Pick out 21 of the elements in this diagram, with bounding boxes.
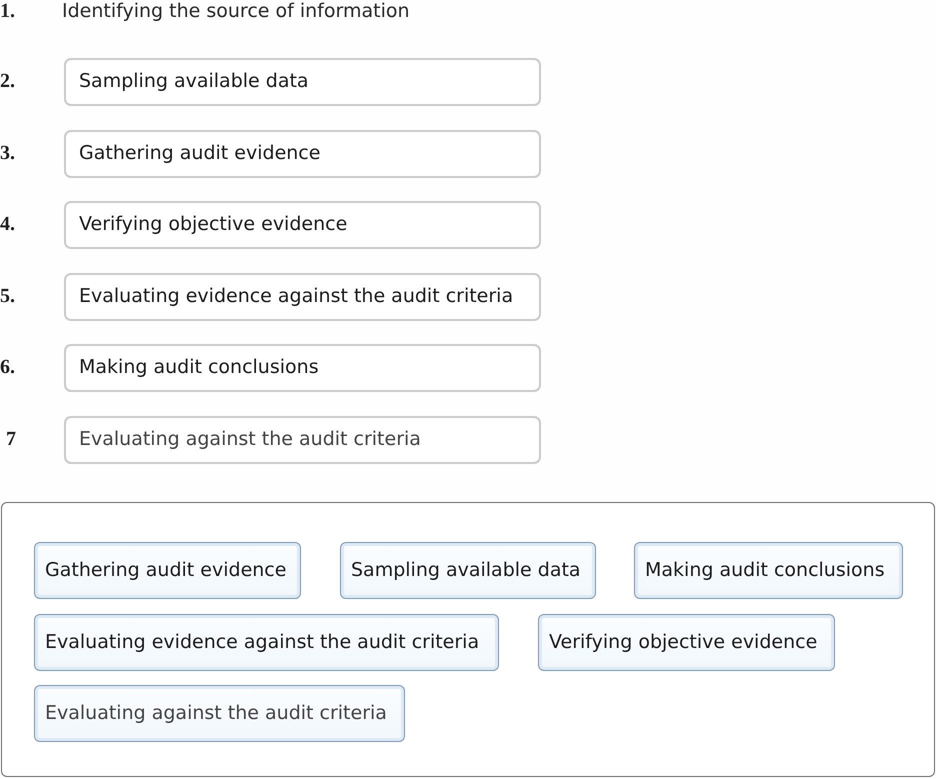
step-number: 5. — [0, 285, 15, 307]
answer-slot: Sampling available data — [64, 58, 541, 106]
answer-bank-panel — [1, 502, 935, 777]
answer-tile: Verifying objective evidence — [538, 614, 835, 671]
step-number: 6. — [0, 356, 15, 378]
step-number: 7 — [6, 428, 16, 450]
answer-slot: Making audit conclusions — [64, 344, 541, 392]
step-number: 3. — [0, 142, 15, 164]
answer-tile: Gathering audit evidence — [34, 542, 301, 599]
answer-tile: Making audit conclusions — [634, 542, 903, 599]
answer-tile: Evaluating evidence against the audit criteria — [34, 614, 499, 671]
step-text: Identifying the source of information — [62, 0, 410, 22]
answer-slot: Verifying objective evidence — [64, 201, 541, 249]
answer-tile: Evaluating against the audit criteria — [34, 685, 405, 742]
answer-slot: Evaluating evidence against the audit criteria — [64, 273, 541, 321]
answer-tile: Sampling available data — [340, 542, 596, 599]
answer-slot: Evaluating against the audit criteria — [64, 416, 541, 464]
step-number: 2. — [0, 70, 15, 92]
answer-slot: Gathering audit evidence — [64, 130, 541, 178]
step-number: 1. — [0, 0, 15, 22]
step-number: 4. — [0, 213, 15, 235]
